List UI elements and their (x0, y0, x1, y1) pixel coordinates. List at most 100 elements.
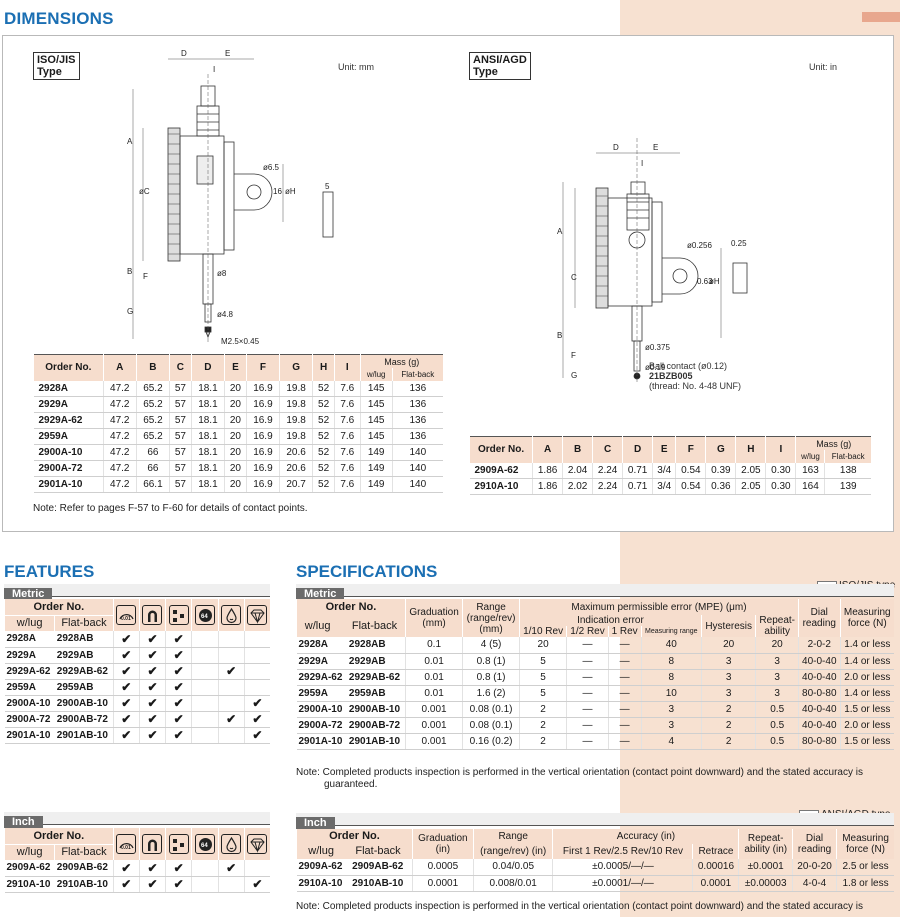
table-cell: 2.0 or less (839, 717, 894, 734)
col-f: F (675, 436, 706, 463)
table-cell: 1.86 (532, 462, 563, 479)
table-cell: 20 (700, 637, 756, 654)
table-cell: 149 (359, 476, 393, 493)
feature-check-cell: ✔ (243, 876, 270, 893)
drawing-label: A (557, 227, 563, 236)
order-number-cell: 2929A-62 (296, 669, 347, 686)
table-cell: 139 (824, 478, 871, 495)
order-number-cell: 2929A-62 (33, 412, 104, 429)
spec-metric-bar: Metric (296, 584, 894, 601)
features-inch-bar: Inch (4, 812, 270, 829)
feature-check-cell: ✔ (165, 727, 192, 744)
table-cell: 52 (312, 412, 335, 429)
table-cell: 8 (640, 653, 702, 670)
order-number-cell: 2910AB-10 (350, 875, 413, 892)
table-cell: 0.5 (755, 717, 799, 734)
table-cell: 0.36 (705, 478, 736, 495)
table-cell: 0.1 (404, 637, 463, 654)
horseshoe-icon (142, 834, 163, 854)
spec-metric-table: Order No. Graduation(mm) Range(range/rev… (296, 599, 894, 750)
order-number-cell: 2901AB-10 (54, 727, 114, 744)
table-cell: 1.8 or less (836, 875, 894, 892)
order-number-cell: 2900A-72 (33, 460, 104, 477)
table-cell: 1.4 or less (839, 685, 894, 702)
order-number-cell: 2900A-10 (296, 701, 347, 718)
table-cell: — (607, 717, 641, 734)
order-number-cell: 2959AB (346, 685, 406, 702)
order-number-cell: 2910A-10 (4, 876, 55, 893)
table-cell: 7.6 (334, 396, 361, 413)
table-cell: 19.8 (278, 412, 313, 429)
drawing-label: B (127, 267, 132, 276)
feature-check-cell (217, 727, 245, 744)
drop-icon (221, 834, 242, 854)
col-1-2-rev: 1/2 Rev (566, 626, 609, 637)
table-cell: 66.1 (135, 476, 170, 493)
table-cell: — (566, 669, 609, 686)
table-cell: 47.2 (102, 460, 137, 477)
col-counter-icon: 64 (191, 599, 219, 631)
table-cell: 47.2 (102, 428, 137, 445)
features-inch-table: Order No. 0.01 64 w/lug Flat-back 2909A-… (3, 828, 270, 893)
metric-dimensions-table: Order No. A B C D E F G H I Mass (g) w/l… (33, 354, 443, 493)
table-cell: 47.2 (102, 476, 137, 493)
order-number-cell: 2929A-62 (4, 663, 55, 680)
col-order-no: Order No. (33, 354, 104, 381)
order-number-cell: 2909AB-62 (350, 859, 413, 876)
table-cell: 20.7 (278, 476, 313, 493)
col-dots-icon (165, 599, 192, 631)
table-cell: 47.2 (102, 380, 137, 397)
table-cell: 136 (391, 428, 443, 445)
table-cell: 20-0-20 (791, 859, 837, 876)
table-cell: 0.001 (404, 701, 463, 718)
feature-check-cell: ✔ (112, 711, 140, 728)
feature-check-cell: ✔ (165, 663, 192, 680)
col-f: F (245, 354, 280, 381)
table-cell: 2 (700, 701, 756, 718)
order-number-cell: 2929A (296, 653, 347, 670)
feature-check-cell (243, 860, 270, 877)
col-diamond-icon (243, 599, 270, 631)
table-cell: 0.30 (765, 478, 796, 495)
col-d: D (622, 436, 653, 463)
table-cell: 20 (224, 412, 247, 429)
col-mass-lug: w/lug (795, 450, 825, 463)
table-cell: 1.6 (2) (462, 685, 520, 702)
table-cell: 52 (312, 444, 335, 461)
feature-check-cell (243, 663, 270, 680)
dimensions-note: Note: Refer to pages F-57 to F-60 for de… (33, 503, 308, 514)
feature-check-cell (217, 647, 245, 664)
drawing-label: ø4.8 (217, 310, 234, 319)
order-number-cell: 2901A-10 (4, 727, 55, 744)
feature-check-cell: ✔ (112, 695, 140, 712)
feature-check-cell: ✔ (217, 663, 245, 680)
feature-check-cell (217, 695, 245, 712)
col-order-no: Order No. (296, 599, 406, 615)
table-cell: 20 (224, 476, 247, 493)
table-cell: 0.0001 (692, 875, 739, 892)
spec-metric-note: Note: Completed products inspection is p… (296, 767, 863, 790)
col-b: B (135, 354, 170, 381)
table-cell: 16.9 (245, 428, 280, 445)
feature-check-cell: ✔ (112, 663, 140, 680)
order-number-cell: 2910A-10 (296, 875, 351, 892)
feature-check-cell: ✔ (112, 631, 140, 648)
drawing-label: 0.63 (697, 277, 713, 286)
table-cell: 136 (391, 396, 443, 413)
table-cell: 3 (640, 717, 702, 734)
table-cell: 4 (5) (462, 637, 520, 654)
feature-check-cell (191, 711, 219, 728)
table-cell: 2.05 (735, 462, 766, 479)
table-cell: 20 (224, 428, 247, 445)
table-cell: 5 (518, 653, 567, 670)
feature-check-cell (243, 679, 270, 696)
table-cell: 140 (391, 460, 443, 477)
